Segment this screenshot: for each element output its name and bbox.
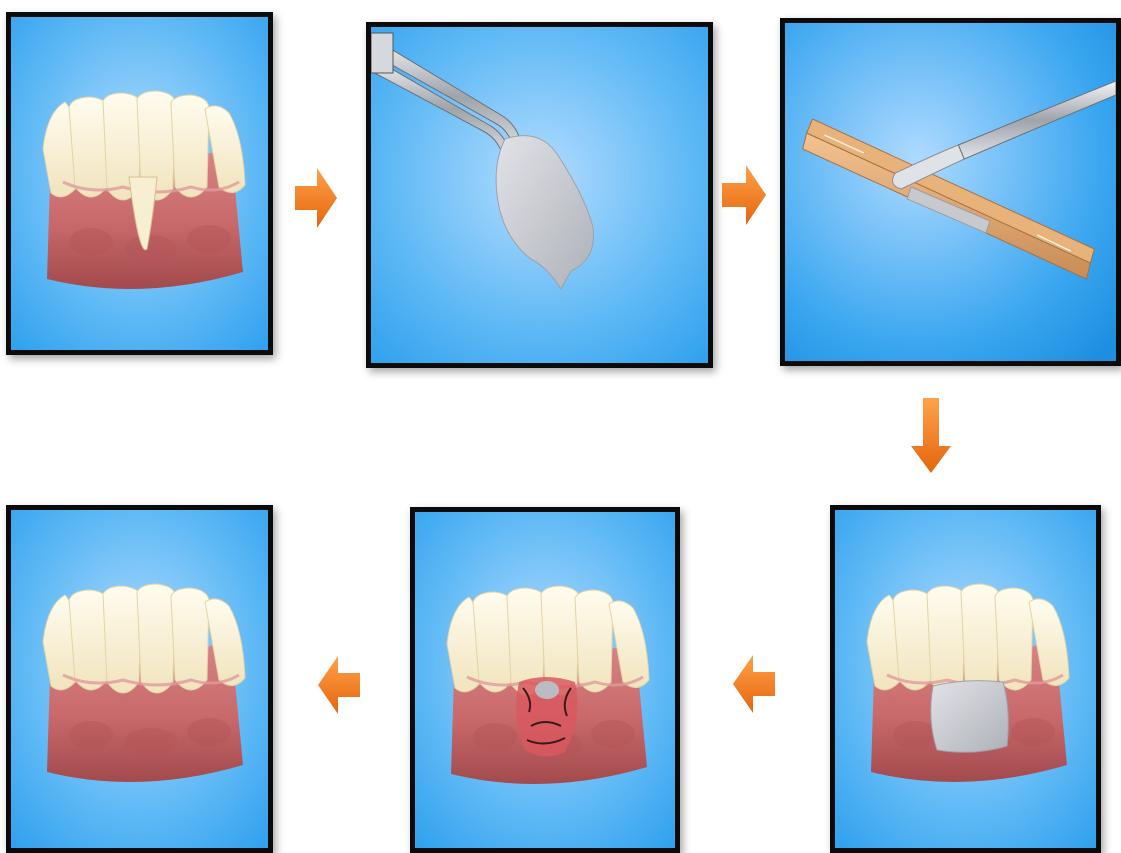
graft-forceps-illustration	[371, 27, 708, 363]
arrow-left-1	[733, 655, 775, 713]
sutured-graft-illustration	[415, 512, 675, 848]
step-4-graft-placement-panel	[830, 505, 1101, 853]
sutured-site	[516, 677, 577, 757]
step-3-graft-preparation-panel	[780, 18, 1121, 366]
graft-carrier-illustration	[785, 23, 1116, 361]
step-1-recession-panel	[6, 12, 273, 355]
recession-illustration	[11, 17, 268, 350]
arrow-down-1	[911, 398, 951, 473]
step-2-graft-harvest-panel	[366, 22, 713, 368]
arrow-right-1	[295, 168, 337, 228]
step-6-healed-panel	[6, 505, 273, 853]
healed-gums-illustration	[11, 510, 268, 848]
step-5-suturing-panel	[410, 507, 680, 853]
placed-graft	[931, 681, 1009, 753]
arrow-left-2	[318, 656, 360, 714]
arrow-right-2	[722, 165, 766, 225]
graft-placement-illustration	[835, 510, 1096, 848]
